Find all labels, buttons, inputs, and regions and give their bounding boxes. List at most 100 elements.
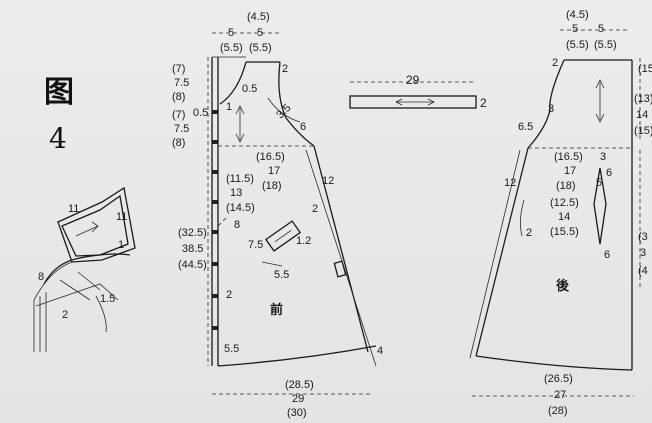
back-chest-dim-1: (16.5) [554,151,583,163]
back-bottom-dim-3: (28) [548,405,568,417]
button-mark [212,140,218,144]
detail-neckline [43,253,131,285]
front-pocket-dim-1: 7.5 [248,239,263,251]
button-mark [212,230,218,234]
back-side-seam [475,147,529,357]
front-top-dim-2: 5 [228,27,234,39]
front-chest-dim-7: 8 [234,219,240,231]
back-right-dim-5: (3 [638,231,648,243]
front-top-dim-1: (4.5) [247,11,270,23]
detail-grain-arrow [75,221,99,237]
detail-sketch: 11 11 1 8 2 1.5 [33,186,136,352]
back-top-dim-3: 5 [598,23,604,35]
back-right-dim-4: (15) [634,125,652,137]
front-hem-dim-2: 5.5 [224,343,239,355]
back-chest-dim-7: 3 [600,151,606,163]
front-side-seam [313,145,369,353]
front-piece-label: 前 [270,302,283,317]
front-length-dim-2: 38.5 [182,243,203,255]
pocket-rectangle [265,220,302,252]
detail-guide-a [35,283,119,307]
back-grain-arrow [595,79,605,123]
front-neckline [219,61,247,105]
front-top-dim-5: (5.5) [249,42,272,54]
back-chest-dim-10: 6 [604,249,610,261]
back-top-dim-2: 5 [572,23,578,35]
belt-width: 2 [480,96,487,110]
back-chest-dim-5: 14 [558,211,570,223]
back-chest-dim-8: 5 [596,177,602,189]
front-chest-dim-4: (11.5) [226,173,254,185]
back-piece: (4.5) 5 5 (5.5) (5.5) 2 3 6.5 12 2 (16.5… [469,9,652,417]
front-hem [217,345,377,367]
back-piece-label: 後 [556,278,570,293]
front-length-dim-1: (32.5) [178,227,207,239]
back-chest-dim-4: (12.5) [550,197,579,209]
front-top-dim-3: 5 [257,27,263,39]
button-mark [212,200,218,204]
detail-label-5: 2 [62,309,68,321]
front-pocket-dim-2: 1.2 [296,235,311,247]
back-right-dim-3: 14 [636,109,648,121]
front-left-dim-3: (8) [172,91,185,103]
front-length-dim-3: (44.5) [178,259,207,271]
button-mark [212,262,218,266]
front-pocket-dim-3: 5.5 [274,269,289,281]
front-collar-curve [267,97,301,123]
back-right-dim-6: 3 [640,247,646,259]
back-right-dim-1: (15 [638,63,652,75]
detail-collar-inner [61,194,129,257]
back-bottom-dim-2: 27 [554,389,566,401]
back-right-dim-7: (4 [638,265,648,277]
button-mark [212,326,218,330]
back-neck-dim-4: 12 [504,177,516,189]
front-top-dim-4: (5.5) [220,42,243,54]
pocket-guide [261,261,283,267]
front-pocket [265,220,302,252]
back-side-curve [520,199,525,237]
front-chest-dim-1: (16.5) [256,151,285,163]
back-neck-dim-3: 6.5 [518,121,533,133]
back-chest-dim-3: (18) [556,180,576,192]
belt-piece: 29 2 [349,73,487,110]
front-hem-dim-3: 4 [377,345,383,357]
front-left-dim-8: 1 [226,101,232,113]
front-left-dim-4: (7) [172,109,185,121]
front-chest-dim-6: (14.5) [226,202,255,214]
back-armhole [527,59,565,149]
button-mark [212,170,218,174]
front-hem-dim-1: 2 [226,289,232,301]
back-chest-dim-2: 17 [564,165,576,177]
front-chest-dim-8: 12 [322,175,334,187]
back-hem [475,355,633,371]
back-bottom-dim-1: (26.5) [544,373,573,385]
front-chest-dim-9: 2 [312,203,318,215]
front-neck-dim-2: 2 [282,63,288,75]
detail-label-1: 11 [68,203,79,215]
front-side-seam-outer [305,149,377,367]
belt-rectangle [349,95,477,109]
front-left-dim-5: 7.5 [174,123,189,135]
button-mark [212,110,218,114]
detail-label-6: 1.5 [100,293,115,305]
front-dart-line [217,217,227,227]
detail-guide-b [59,271,101,301]
back-neck-dim-5: 2 [526,227,532,239]
detail-label-3: 1 [118,239,124,251]
back-right-dim-2: (13) [634,93,652,105]
front-neck-dim-4: 6 [300,121,306,133]
detail-placket-lines [33,292,47,352]
front-buttons [212,110,218,330]
back-dart [593,167,607,245]
front-belt-loop [333,260,347,278]
front-left-dim-6: (8) [172,137,185,149]
back-side-seam-outer [469,149,521,359]
back-top-dim-5: (5.5) [594,39,617,51]
detail-curve-left [33,261,73,301]
front-chest-dim-2: 17 [268,165,280,177]
figure-number: 4 [49,122,67,155]
back-chest-dim-6: (15.5) [550,226,579,238]
back-neck-dim-1: 2 [552,57,558,69]
detail-label-4: 8 [38,271,44,283]
